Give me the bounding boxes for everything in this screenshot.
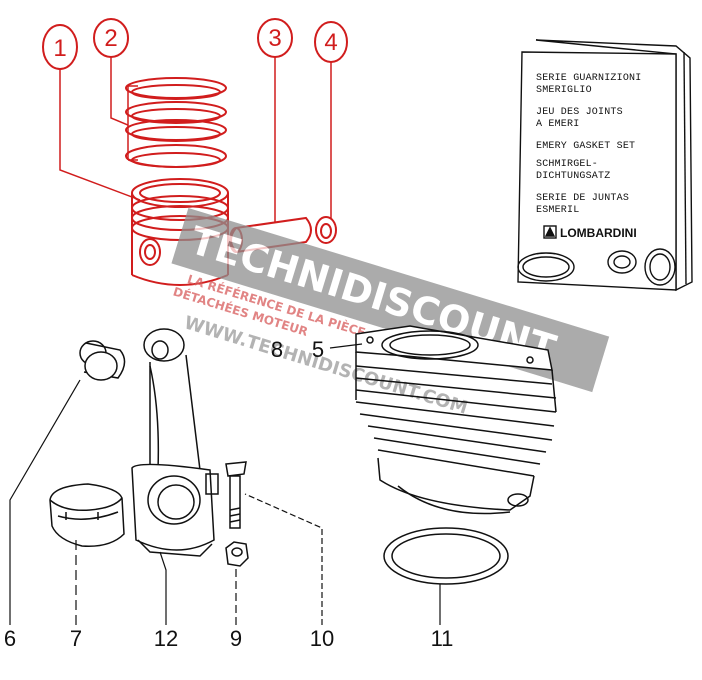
booklet-seal (607, 250, 637, 274)
connecting-rod (131, 328, 219, 557)
leader-line-12 (159, 551, 167, 625)
base-gasket (383, 527, 509, 585)
booklet-line-1: SERIE GUARNIZIONI (536, 73, 641, 84)
callout-10: 10 (310, 626, 334, 651)
leader-line-2 (110, 57, 129, 126)
callout-7: 7 (70, 626, 82, 651)
booklet-brand: LOMBARDINI (560, 226, 637, 240)
red-part-group (42, 18, 348, 286)
booklet-line-4: A EMERI (536, 119, 579, 130)
gasket-set-booklet (517, 39, 693, 292)
leader-line-5 (329, 343, 363, 349)
callout-9: 9 (230, 626, 242, 651)
callout-2: 2 (104, 25, 117, 52)
callout-4: 4 (324, 29, 337, 56)
rod-nut (225, 541, 249, 567)
leader-line-10 (244, 493, 323, 625)
booklet-line-8: SERIE DE JUNTAS (536, 193, 629, 204)
callout-6: 6 (4, 626, 16, 651)
leader-line-1 (59, 69, 141, 201)
circlip (315, 216, 337, 244)
booklet-line-3: JEU DES JOINTS (536, 107, 623, 118)
booklet-line-7: DICHTUNGSATZ (536, 171, 610, 182)
booklet-line-2: SMERIGLIO (536, 85, 592, 96)
black-part-group (9, 325, 557, 625)
callout-12: 12 (154, 626, 178, 651)
cylinder (355, 325, 557, 515)
leader-line-6 (9, 379, 81, 625)
booklet-line-9: ESMERIL (536, 205, 579, 216)
booklet-text: SERIE GUARNIZIONI SMERIGLIO JEU DES JOIN… (536, 73, 641, 240)
booklet-line-5: EMERY GASKET SET (536, 141, 635, 152)
booklet-gasket-right (644, 248, 676, 286)
booklet-line-6: SCHMIRGEL- (536, 159, 598, 170)
callout-8: 8 (271, 337, 283, 362)
callout-1: 1 (53, 35, 66, 62)
callout-11: 11 (431, 626, 454, 651)
callout-3: 3 (268, 25, 281, 52)
piston-rings (125, 77, 227, 168)
booklet-gasket-left (517, 252, 575, 282)
big-end-bearing (49, 483, 125, 547)
small-end-bush (79, 340, 126, 381)
rod-bolt (225, 461, 247, 529)
callout-5: 5 (312, 337, 324, 362)
